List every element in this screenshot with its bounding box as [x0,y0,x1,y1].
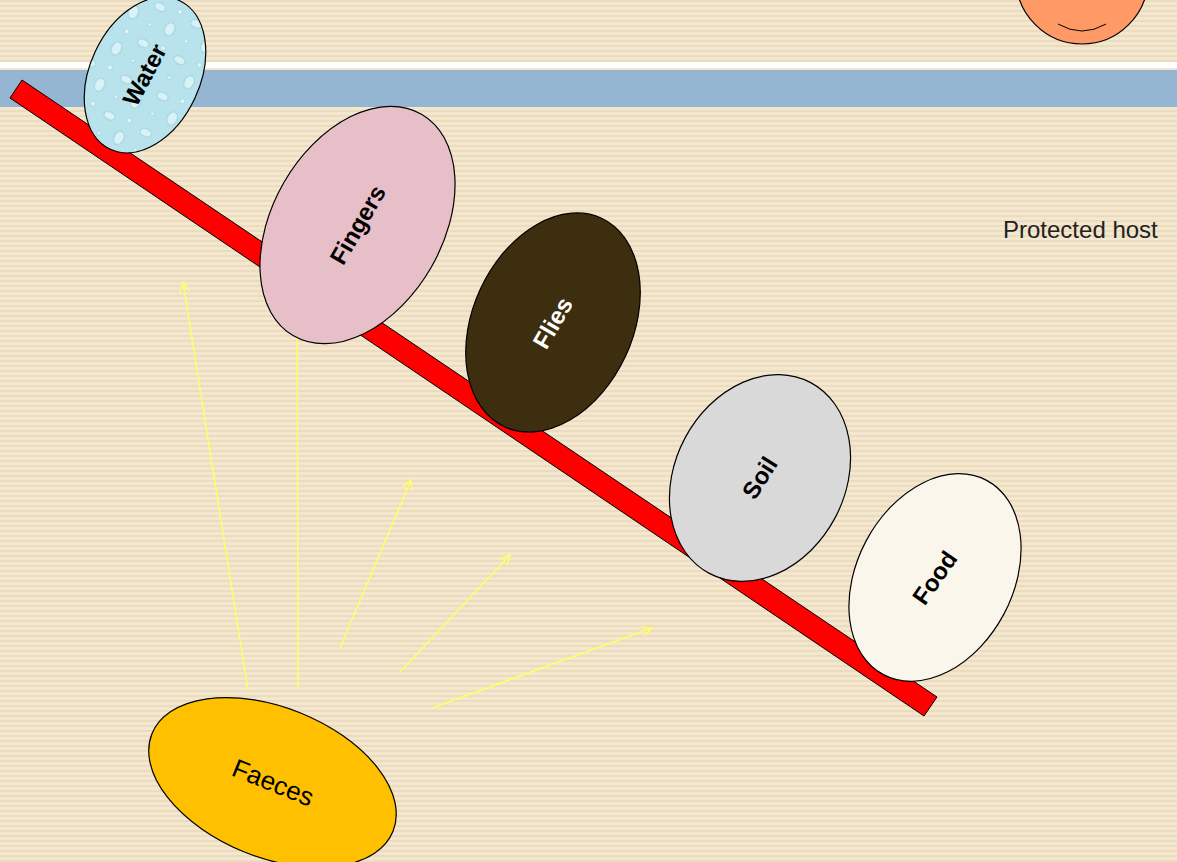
ellipse-node: Food [845,470,1025,685]
ellipse-shape [60,0,229,173]
barrier-bar [10,80,937,716]
ellipse-node: Fingers [250,100,465,350]
arrow-line [340,480,411,648]
host-label: Protected host [1003,216,1158,244]
ellipse-node: Soil [665,372,855,584]
host-smile [1058,24,1106,31]
ellipse-shape [220,72,495,379]
arrow-line [432,628,652,708]
ellipse-node: Water [80,0,210,155]
ellipse-shape [634,343,886,614]
ellipse-node: Faeces [140,695,405,862]
ellipse-shape [814,444,1055,711]
arrow-line [183,282,248,690]
host-circle [1016,0,1148,44]
ellipse-shape [124,664,421,862]
ellipse-node: Flies [462,205,644,440]
arrow-line [400,555,510,672]
ellipse-shape [432,184,674,460]
